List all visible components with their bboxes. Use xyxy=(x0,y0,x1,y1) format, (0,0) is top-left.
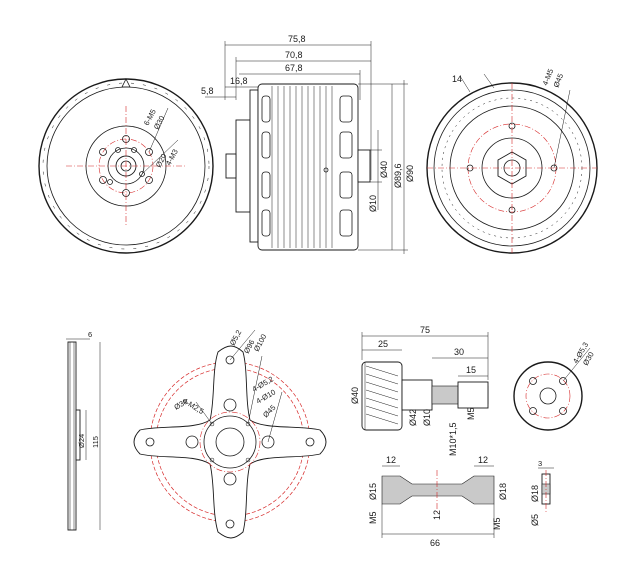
nut-side: 3 Ø18 Ø5 xyxy=(530,459,554,526)
dim-phi18-nut: Ø18 xyxy=(530,485,540,502)
dim-phi89-6: Ø89,6 xyxy=(393,163,403,188)
dim-12a: 12 xyxy=(386,455,396,465)
dim-14: 14 xyxy=(452,74,462,84)
dim-phi10: Ø10 xyxy=(368,195,378,212)
dim-25: 25 xyxy=(378,339,388,349)
dim-phi100: Ø100 xyxy=(252,333,269,353)
dim-phi5-nut: Ø5 xyxy=(530,514,540,526)
dim-70-8: 70,8 xyxy=(285,50,303,60)
motor-side-view: 75,8 70,8 67,8 16,8 5,8 xyxy=(201,34,415,254)
dim-75: 75 xyxy=(420,325,430,335)
dim-115: 115 xyxy=(91,436,100,448)
dim-m5b: M5 xyxy=(492,517,502,530)
dim-phi18-shaft: Ø18 xyxy=(498,483,508,500)
cross-mount-front: Ø5,2 Ø96 Ø100 4-Ø5,2 4-Ø10 4-M2,5 Ø30 Ø4… xyxy=(133,328,327,539)
motor-rear-view: 14 4-M5 Ø45 xyxy=(426,68,598,254)
dim-m5a: M5 xyxy=(368,511,378,524)
dim-m10: M10*1,5 xyxy=(448,422,458,456)
dim-phi15: Ø15 xyxy=(368,483,378,500)
dim-phi42: Ø42 xyxy=(408,409,418,426)
motor-front-view: 6-M5 Ø30 Ø20 4-M3 xyxy=(38,78,214,254)
dim-12c: 12 xyxy=(432,510,442,520)
dim-67-8: 67,8 xyxy=(285,63,303,73)
dim-3: 3 xyxy=(538,459,542,468)
shaft-side: 12 12 Ø15 Ø18 M5 M5 12 66 xyxy=(368,455,508,548)
dim-15: 15 xyxy=(466,365,476,375)
dim-75-8: 75,8 xyxy=(288,34,306,44)
dim-5-8: 5,8 xyxy=(201,86,214,96)
dim-phi5-2: Ø5,2 xyxy=(228,328,244,347)
dim-phi90: Ø90 xyxy=(405,165,415,182)
dim-12b: 12 xyxy=(478,455,488,465)
dim-phi24: Ø24 xyxy=(77,434,86,448)
dim-4m3: 4-M3 xyxy=(164,148,180,167)
dim-phi40-prop: Ø40 xyxy=(350,387,360,404)
dim-m5-prop: M5 xyxy=(466,407,476,420)
dim-phi40: Ø40 xyxy=(379,161,389,178)
prop-adapter-side: 75 25 30 15 Ø40 Ø42 Ø10 M10*1,5 M5 xyxy=(350,325,489,456)
washer-front: 4-Ø5,3 Ø30 xyxy=(513,341,596,431)
dim-30: 30 xyxy=(454,347,464,357)
dim-16-8: 16,8 xyxy=(230,76,248,86)
dim-66: 66 xyxy=(430,538,440,548)
mount-plate-side: 6 Ø24 115 xyxy=(66,330,101,531)
dim-6: 6 xyxy=(88,330,92,339)
dim-phi10-prop: Ø10 xyxy=(422,409,432,426)
